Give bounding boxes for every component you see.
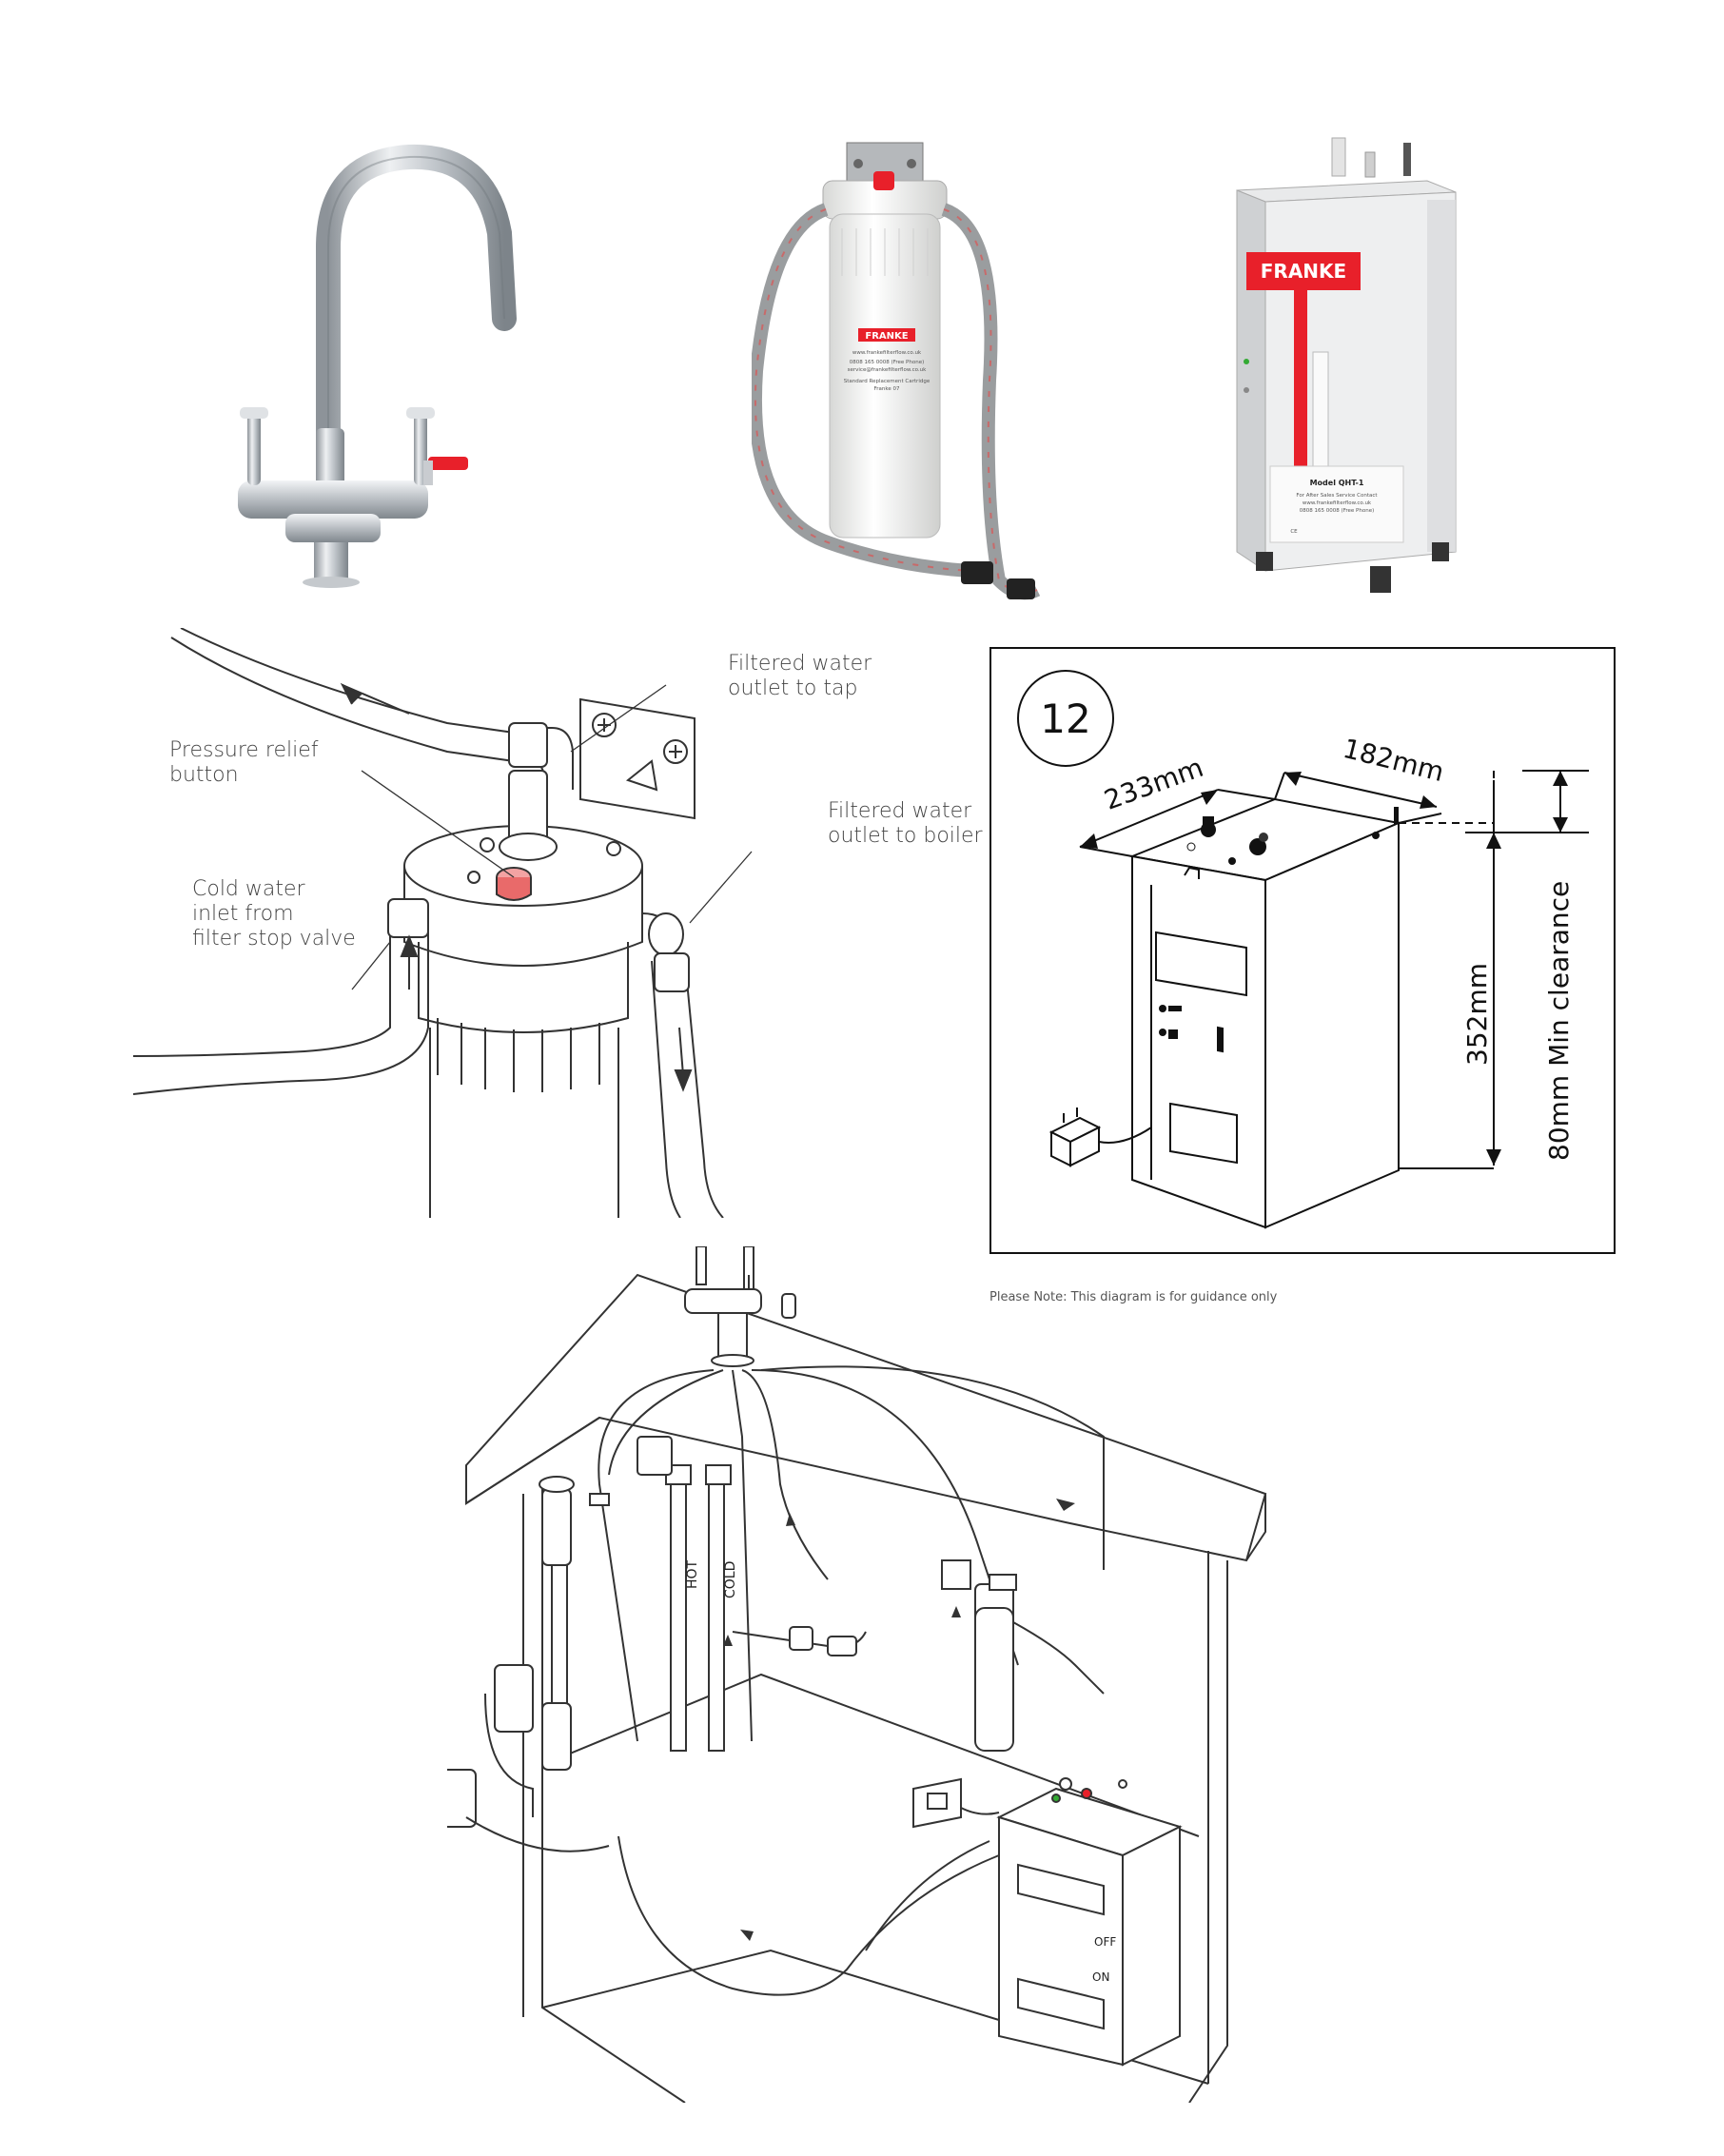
off-label: OFF	[1094, 1935, 1116, 1949]
filter-photo: FRANKE www.frankefilterflow.co.uk 0808 1…	[748, 133, 1066, 609]
label-cold-water-inlet: Cold water inlet from filter stop valve	[192, 877, 356, 951]
label-outlet-to-boiler: Filtered water outlet to boiler	[828, 799, 983, 848]
clearance-dimension: 80mm Min clearance	[1543, 881, 1575, 1161]
tap-photo	[228, 143, 628, 599]
boiler-small-line: 0808 165 0008 (Free Phone)	[1300, 508, 1375, 514]
boiler-small-line: For After Sales Service Contact	[1296, 493, 1378, 499]
filter-connection-diagram	[132, 627, 989, 1219]
on-label: ON	[1092, 1970, 1109, 1984]
boiler-model-text: Model QHT-1	[1310, 479, 1364, 487]
filter-small-line: 0808 165 0008 (Free Phone)	[850, 360, 925, 365]
boiler-photo: FRANKE Model QHT-1 For After Sales Servi…	[1227, 133, 1465, 609]
boiler-brand-text: FRANKE	[1261, 260, 1346, 283]
filter-brand-text: FRANKE	[865, 331, 908, 342]
step-number-circle	[1017, 670, 1114, 767]
boiler-small-line: CE	[1290, 529, 1298, 535]
installation-diagram: HOT COLD OFF ON	[437, 1245, 1275, 2104]
label-pressure-relief: Pressure relief button	[169, 738, 319, 787]
cold-pipe-label: COLD	[723, 1561, 738, 1598]
filter-small-line: Standard Replacement Cartridge	[844, 379, 931, 384]
step-number: 12	[1040, 696, 1090, 742]
boiler-small-line: www.frankefilterflow.co.uk	[1303, 500, 1372, 506]
filter-small-line: Franke 07	[873, 386, 900, 392]
filter-small-line: www.frankefilterflow.co.uk	[852, 350, 922, 356]
height-dimension: 352mm	[1461, 963, 1493, 1066]
label-outlet-to-tap: Filtered water outlet to tap	[728, 652, 872, 700]
hot-pipe-label: HOT	[685, 1559, 700, 1589]
dimension-diagram: 12	[989, 647, 1617, 1256]
guidance-note: Please Note: This diagram is for guidanc…	[989, 1290, 1278, 1304]
filter-small-line: service@frankefilterflow.co.uk	[848, 367, 928, 373]
